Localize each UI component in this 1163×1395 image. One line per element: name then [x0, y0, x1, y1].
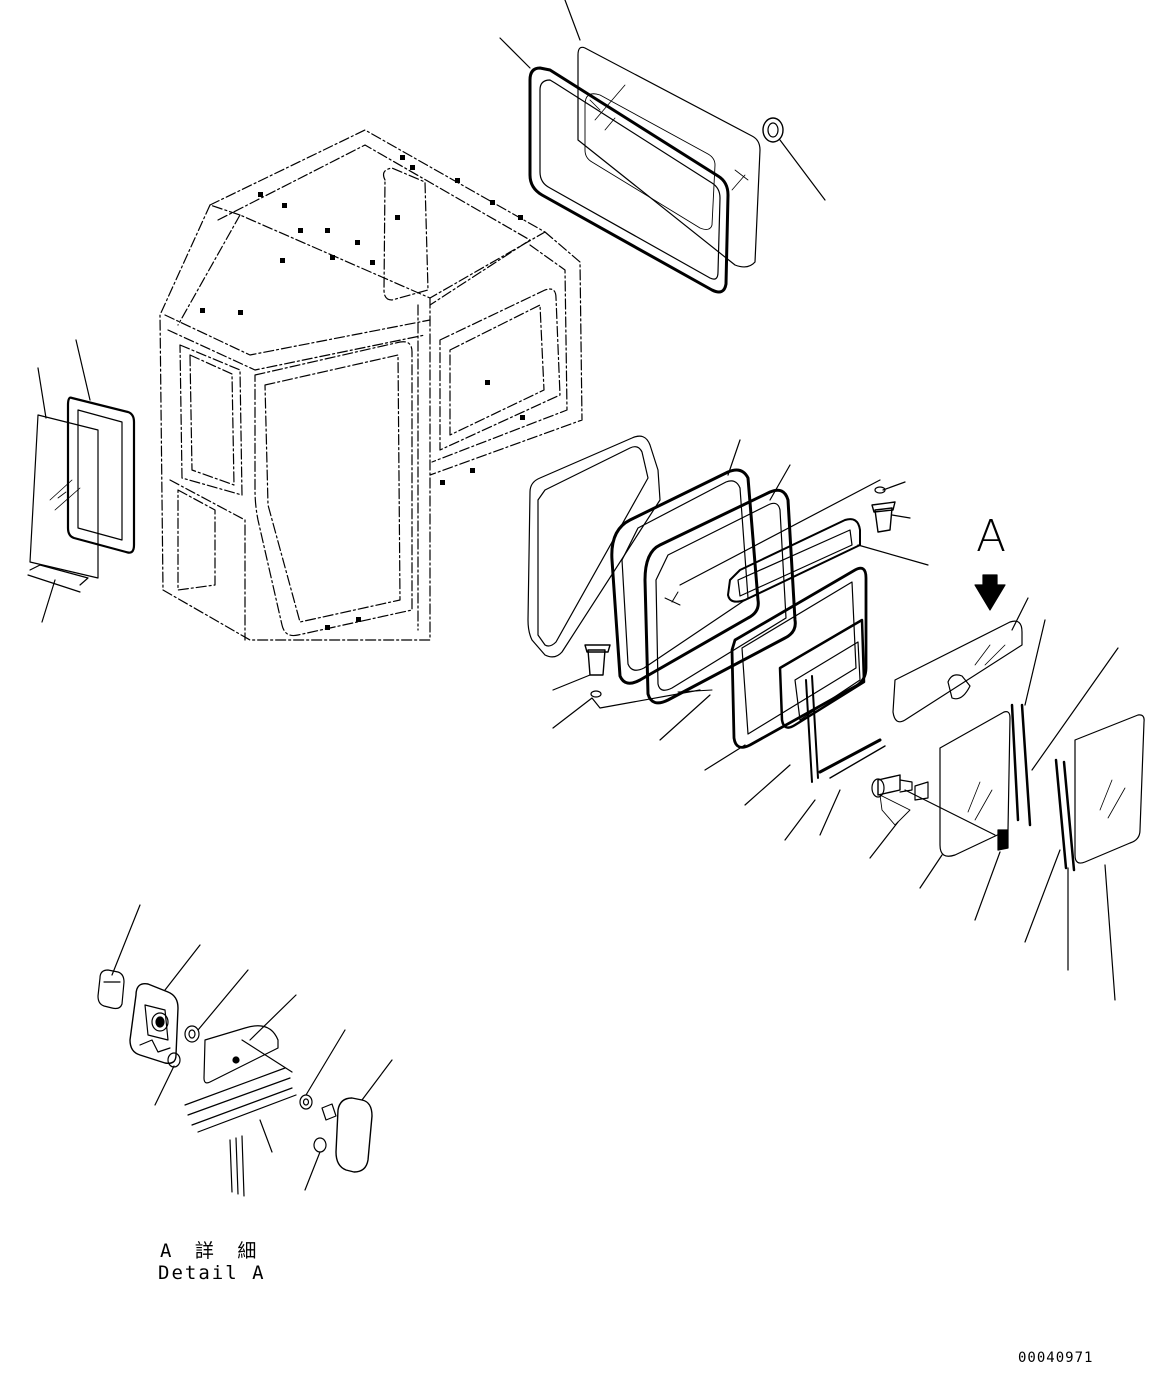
lower-glass-2	[1074, 714, 1145, 864]
cab-fasteners	[200, 155, 525, 630]
door-frame-outline	[527, 435, 661, 658]
detail-label-en: Detail A	[158, 1262, 266, 1284]
rear-glass	[577, 46, 761, 268]
detail-label-jp: A 詳 細	[160, 1240, 263, 1262]
drawing-number: 00040971	[1018, 1350, 1094, 1366]
door-glass-3	[727, 518, 861, 603]
rear-window-assembly	[499, 0, 826, 294]
door-seal-1	[610, 468, 760, 685]
callout-a-label: A	[976, 511, 1007, 562]
grommet-icon	[762, 117, 784, 143]
callout-arrow	[974, 574, 1006, 611]
cab-frame	[159, 129, 583, 641]
upper-glass	[892, 620, 1023, 723]
detail-a-drawing	[97, 904, 393, 1197]
door-glass-right	[869, 597, 1145, 1001]
left-glass	[29, 414, 99, 579]
left-seal	[66, 396, 136, 554]
rear-window-seal	[528, 66, 730, 294]
door-seal-2	[643, 488, 797, 705]
door-window-assembly	[527, 435, 929, 841]
left-small-window	[27, 339, 136, 623]
